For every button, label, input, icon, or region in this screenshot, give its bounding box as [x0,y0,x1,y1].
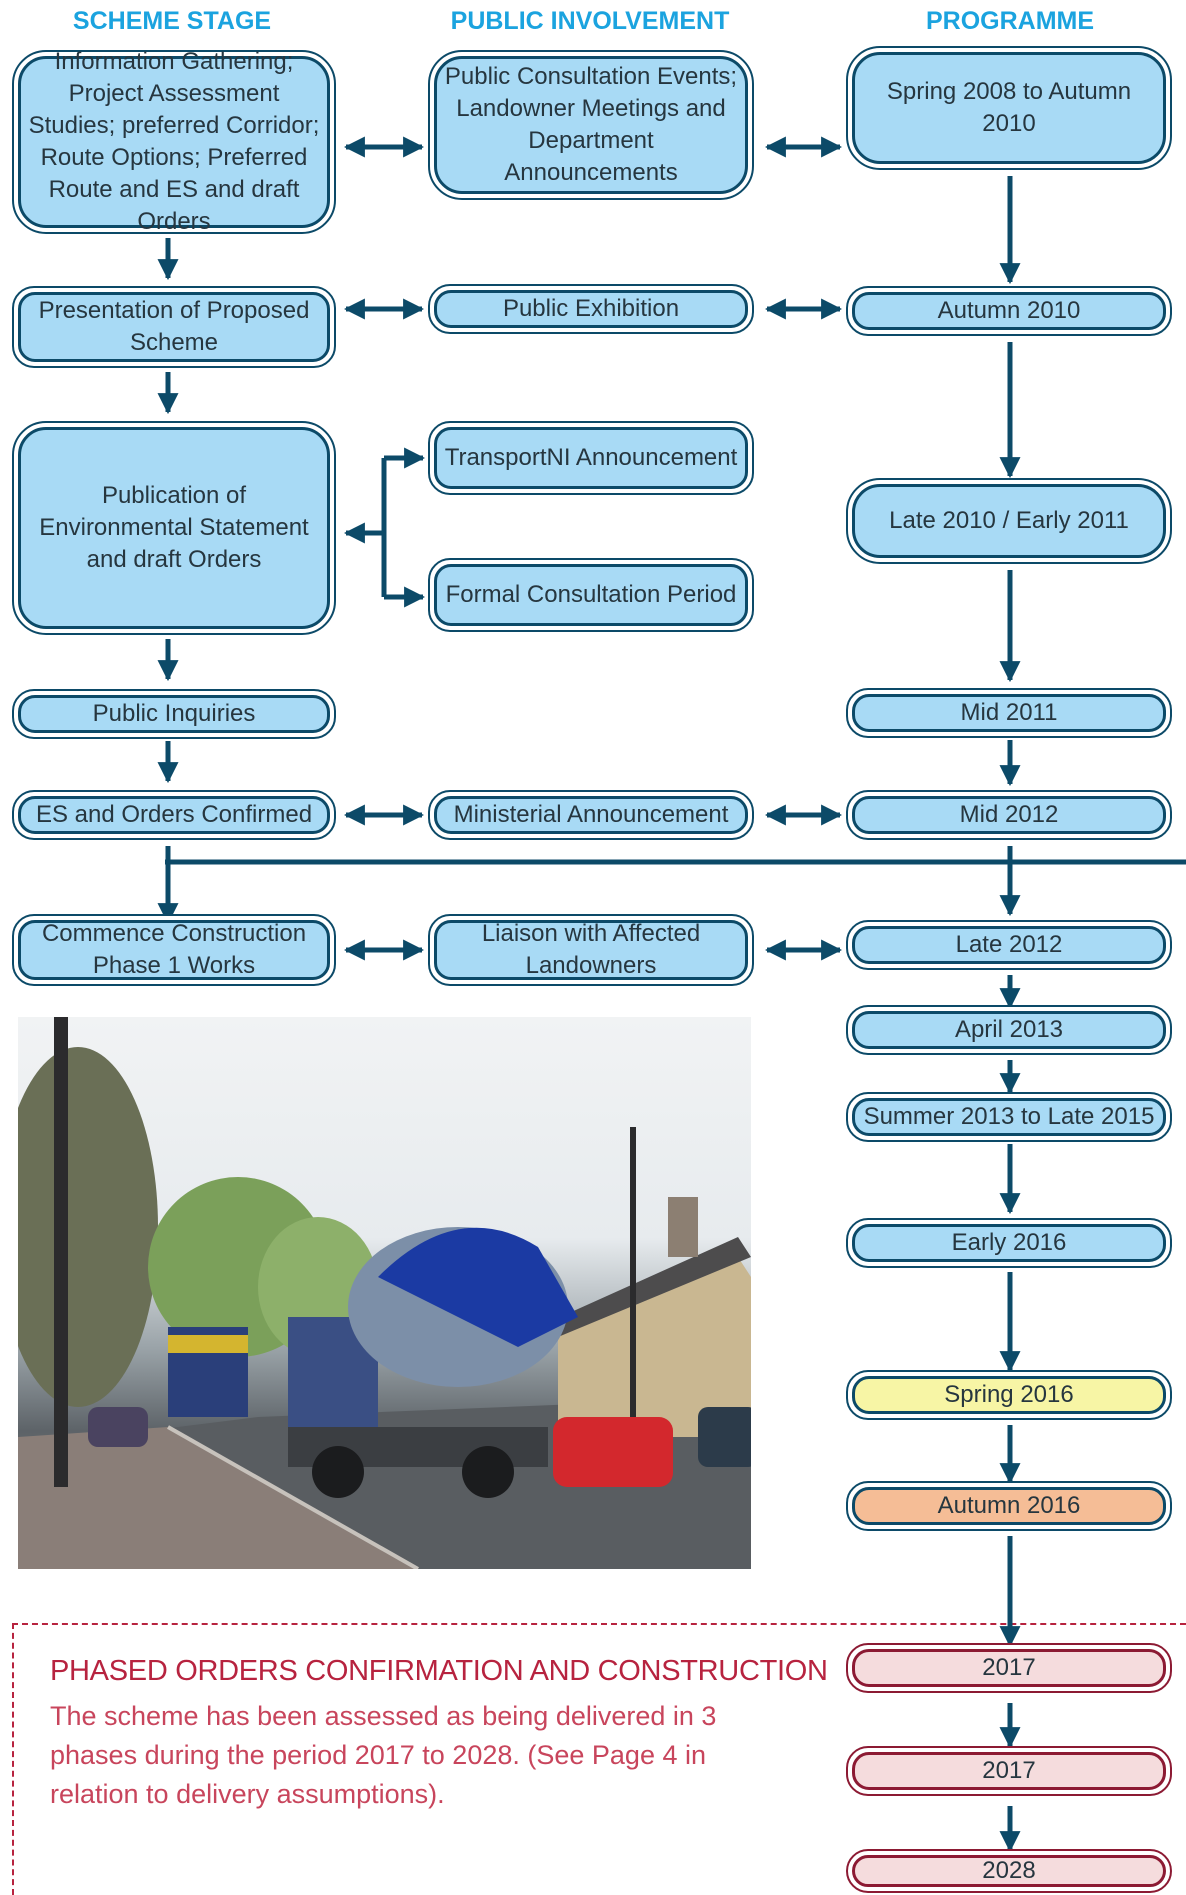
road-photo [18,1017,751,1569]
programme-mid-2011: Mid 2011 [846,688,1172,738]
scheme-es-orders-confirmed: ES and Orders Confirmed [12,790,336,840]
programme-mid-2012: Mid 2012 [846,790,1172,840]
liaison-affected-landowners: Liaison with Affected Landowners [428,914,754,986]
programme-autumn-2016: Autumn 2016 [846,1481,1172,1531]
programme-late-2010: Late 2010 / Early 2011 [846,478,1172,564]
header-programme: PROGRAMME [925,7,1095,35]
formal-consultation-period: Formal Consultation Period [428,558,754,632]
header-public-involvement: PUBLIC INVOLVEMENT [450,7,730,35]
programme-2028: 2028 [846,1849,1172,1893]
scheme-info-gathering: Information Gathering; Project Assessmen… [12,48,336,235]
scheme-presentation: Presentation of Proposed Scheme [12,286,336,368]
programme-spring-2016: Spring 2016 [846,1370,1172,1420]
scheme-public-inquiries: Public Inquiries [12,689,336,739]
phased-dashed-frame [12,1623,1186,1895]
ministerial-announcement: Ministerial Announcement [428,790,754,840]
programme-autumn-2010: Autumn 2010 [846,286,1172,336]
programme-summer-2013: Summer 2013 to Late 2015 [846,1092,1172,1142]
public-exhibition: Public Exhibition [428,284,754,334]
programme-late-2012: Late 2012 [846,920,1172,970]
programme-spring-2008: Spring 2008 to Autumn 2010 [846,46,1172,170]
scheme-commence-construction: Commence Construction Phase 1 Works [12,914,336,986]
programme-early-2016: Early 2016 [846,1218,1172,1268]
header-scheme-stage: SCHEME STAGE [72,7,272,35]
phased-title: PHASED ORDERS CONFIRMATION AND CONSTRUCT… [50,1655,828,1687]
programme-2017-b: 2017 [846,1746,1172,1796]
public-consultation-events: Public Consultation Events; Landowner Me… [428,50,754,200]
programme-2017-a: 2017 [846,1643,1172,1693]
transportni-announcement: TransportNI Announcement [428,421,754,495]
phased-description: The scheme has been assessed as being de… [50,1701,717,1809]
scheme-publication: Publication of Environmental Statement a… [12,421,336,635]
programme-april-2013: April 2013 [846,1005,1172,1055]
